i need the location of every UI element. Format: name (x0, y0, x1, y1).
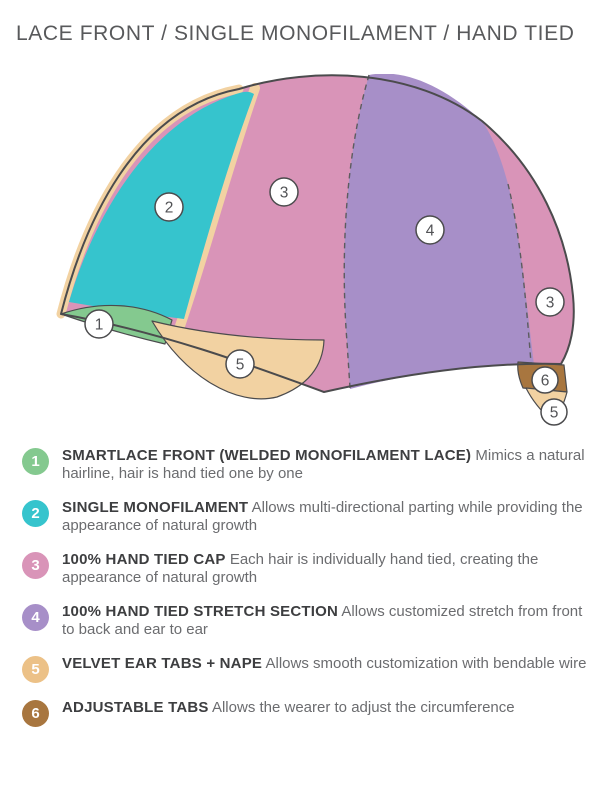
svg-text:3: 3 (546, 295, 555, 312)
legend-item-single-monofilament: 2 SINGLE MONOFILAMENT Allows multi-direc… (22, 498, 598, 535)
legend-badge-number: 1 (31, 453, 40, 470)
legend-entry-description: Each hair is individually hand tied, cre… (62, 551, 539, 586)
legend-entry-text: 100% HAND TIED STRETCH SECTION Allows cu… (62, 603, 587, 639)
legend-entry-title: ADJUSTABLE TABS (62, 699, 209, 716)
legend-item-ear-tabs-nape: 5 VELVET EAR TABS + NAPE Allows smooth c… (22, 654, 598, 683)
diagram-marker: 4 (415, 215, 445, 245)
svg-text:3: 3 (280, 185, 289, 202)
diagram-marker: 1 (84, 309, 114, 339)
legend-entry-description: Allows customized stretch from front to … (62, 603, 583, 638)
legend-item-hand-tied-cap: 3 100% HAND TIED CAP Each hair is indivi… (22, 550, 598, 587)
legend-badge-number: 2 (31, 505, 40, 522)
legend-badge: 6 (22, 700, 49, 727)
legend: 1 SMARTLACE FRONT (WELDED MONOFILAMENT L… (14, 446, 598, 727)
diagram-marker: 5 (540, 398, 568, 426)
wig-cap-svg: 1 2 3 4 3 5 6 (56, 74, 575, 426)
legend-entry-title: SINGLE MONOFILAMENT (62, 499, 249, 516)
diagram-marker: 5 (225, 349, 255, 379)
legend-badge-number: 4 (31, 609, 40, 626)
svg-text:4: 4 (426, 223, 435, 240)
cap-outline (60, 74, 575, 393)
legend-entry-text: SMARTLACE FRONT (WELDED MONOFILAMENT LAC… (62, 447, 587, 483)
wig-cap-diagram: 1 2 3 4 3 5 6 (14, 74, 598, 438)
page-title: LACE FRONT / SINGLE MONOFILAMENT / HAND … (16, 22, 575, 45)
legend-badge-number: 5 (31, 661, 40, 678)
legend-entry-description: Allows multi-directional parting while p… (62, 499, 583, 534)
legend-badge: 1 (22, 448, 49, 475)
legend-badge: 3 (22, 552, 49, 579)
svg-text:5: 5 (236, 357, 245, 374)
legend-entry-description: Mimics a natural hairline, hair is hand … (62, 447, 585, 482)
legend-item-adjustable-tabs: 6 ADJUSTABLE TABS Allows the wearer to a… (22, 698, 598, 727)
legend-entry-title: 100% HAND TIED STRETCH SECTION (62, 603, 339, 620)
legend-entry-text: 100% HAND TIED CAP Each hair is individu… (62, 551, 587, 587)
legend-entry-title: SMARTLACE FRONT (WELDED MONOFILAMENT LAC… (62, 447, 472, 464)
legend-entry-text: SINGLE MONOFILAMENT Allows multi-directi… (62, 499, 587, 535)
legend-entry-description: Allows the wearer to adjust the circumfe… (211, 699, 515, 716)
diagram-marker: 2 (154, 192, 184, 222)
seam-dashed-line-front (343, 74, 370, 389)
legend-item-stretch-section: 4 100% HAND TIED STRETCH SECTION Allows … (22, 602, 598, 639)
svg-text:1: 1 (95, 317, 104, 334)
seam-dashed-line-back (507, 183, 532, 364)
legend-badge: 5 (22, 656, 49, 683)
legend-entry-text: ADJUSTABLE TABS Allows the wearer to adj… (62, 699, 515, 717)
legend-badge: 4 (22, 604, 49, 631)
legend-badge-number: 6 (31, 705, 40, 722)
svg-text:2: 2 (165, 200, 174, 217)
legend-entry-description: Allows smooth customization with bendabl… (265, 655, 587, 672)
svg-text:6: 6 (541, 373, 550, 390)
legend-entry-title: VELVET EAR TABS + NAPE (62, 655, 263, 672)
legend-badge: 2 (22, 500, 49, 527)
diagram-marker: 3 (535, 287, 565, 317)
legend-item-smartlace-front: 1 SMARTLACE FRONT (WELDED MONOFILAMENT L… (22, 446, 598, 483)
legend-entry-title: 100% HAND TIED CAP (62, 551, 226, 568)
diagram-marker: 3 (269, 177, 299, 207)
legend-badge-number: 3 (31, 557, 40, 574)
legend-entry-text: VELVET EAR TABS + NAPE Allows smooth cus… (62, 655, 586, 673)
diagram-marker: 6 (531, 366, 559, 394)
svg-text:5: 5 (550, 405, 559, 422)
